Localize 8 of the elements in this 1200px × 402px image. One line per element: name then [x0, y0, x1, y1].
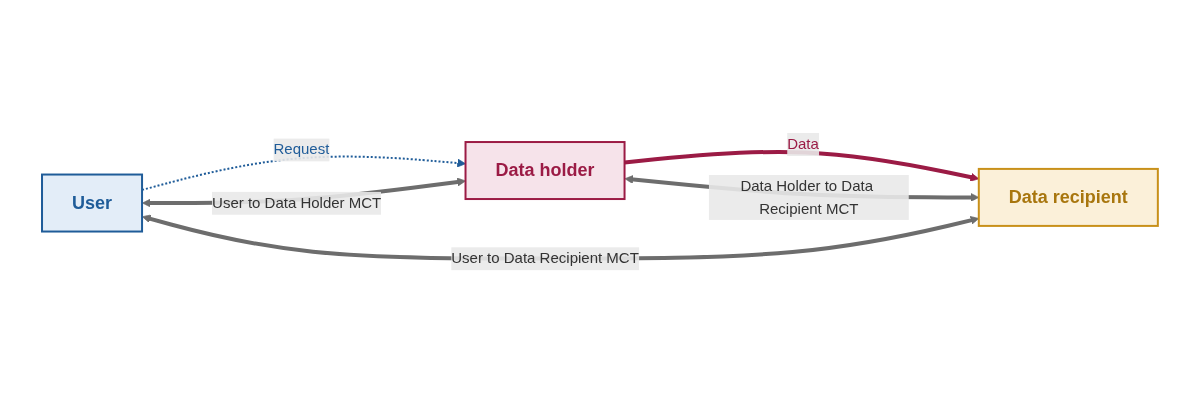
edge-label: User to Data Holder MCT [212, 193, 382, 211]
edge-label: Data Holder to Data Recipient MCT [740, 176, 874, 217]
edge-label: User to Data Recipient MCT [451, 248, 639, 266]
edge-label: Data [787, 134, 819, 152]
node-box: Data recipient [977, 167, 1159, 227]
edge-label: Request [273, 140, 330, 158]
node-box: User [41, 173, 144, 233]
node-box: Data holder [464, 140, 626, 200]
